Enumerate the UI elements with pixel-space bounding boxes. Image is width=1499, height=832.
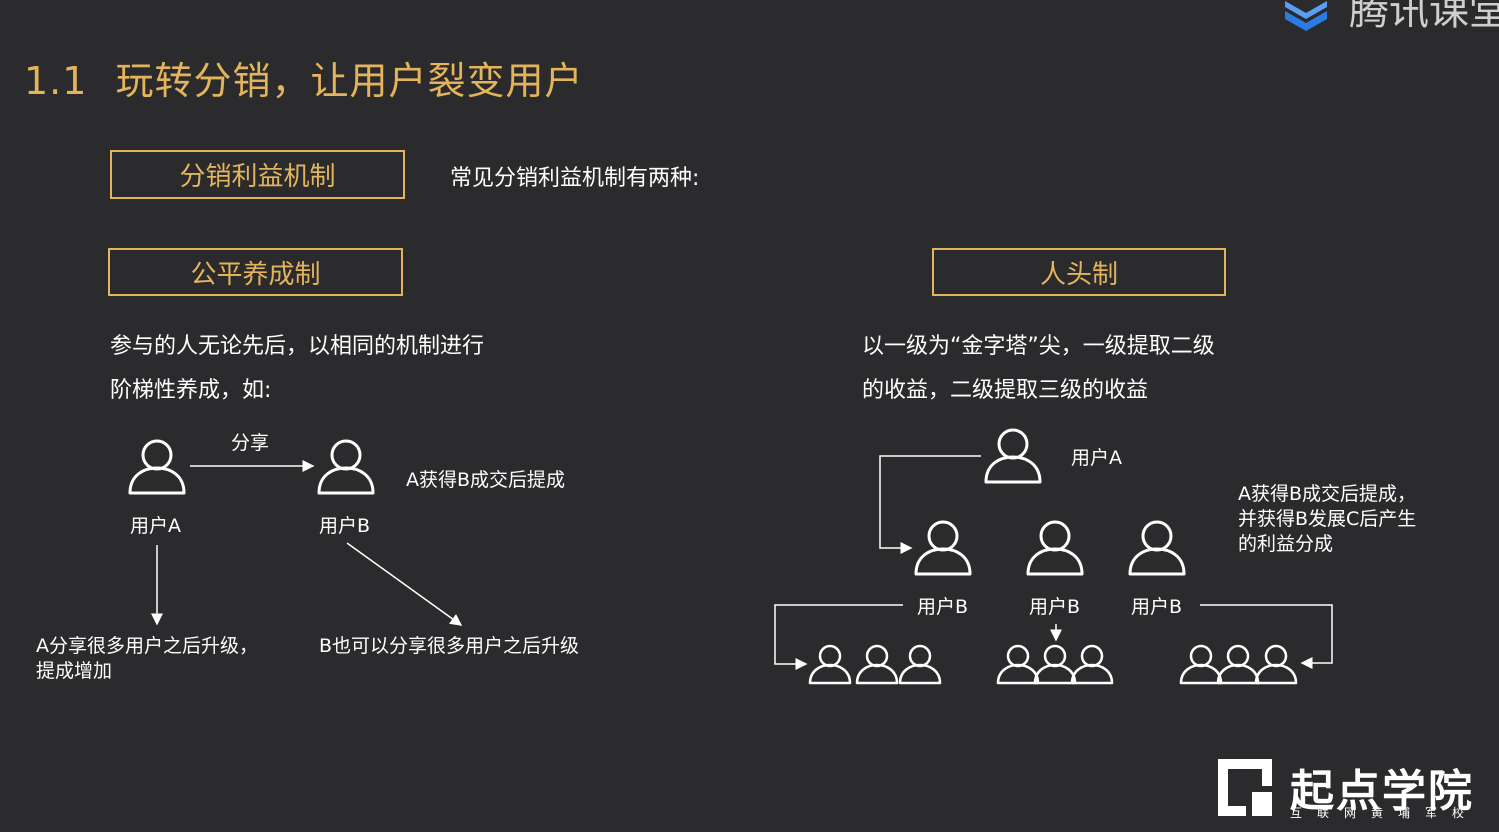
left-user-a-label: 用户A — [130, 515, 181, 537]
b1-to-c-connector — [774, 604, 903, 670]
logo-mark-icon — [1285, 1, 1327, 31]
tencent-classroom-logo: 腾讯课堂 — [1283, 0, 1499, 36]
right-note-line3: 的利益分成 — [1238, 533, 1334, 555]
logo-text: 腾讯课堂 — [1349, 0, 1499, 34]
left-user-a-person-icon — [128, 439, 186, 495]
left-user-b-person-icon — [317, 439, 375, 495]
qidian-logo-mark-icon — [1218, 759, 1272, 816]
right-user-b3-label: 用户B — [1131, 596, 1183, 618]
b3-to-c-connector — [1200, 604, 1333, 669]
section-number: 1.1 — [24, 59, 88, 103]
fair-cultivation-box: 公平养成制 — [108, 248, 403, 296]
c-group-left — [808, 644, 942, 685]
right-user-b1-person-icon — [914, 520, 972, 576]
note-a-upgrade-line2: 提成增加 — [36, 660, 113, 682]
note-a-earns-from-b: A获得B成交后提成 — [406, 469, 566, 491]
mechanism-intro: 常见分销利益机制有两种: — [450, 166, 700, 191]
left-desc-line1: 参与的人无论先后，以相同的机制进行 — [110, 334, 485, 359]
page-title: 1.1 玩转分销，让用户裂变用户 — [24, 50, 583, 105]
right-user-b2-label: 用户B — [1029, 596, 1081, 618]
left-user-b-label: 用户B — [319, 515, 371, 537]
share-label: 分享 — [231, 432, 270, 454]
right-user-b1-label: 用户B — [917, 596, 969, 618]
qidian-brand-sub: 互联网黄埔军校 — [1290, 806, 1480, 820]
note-b-upgrade: B也可以分享很多用户之后升级 — [319, 635, 580, 657]
left-desc-line2: 阶梯性养成，如: — [110, 378, 272, 403]
right-desc-line1: 以一级为“金字塔”尖，一级提取二级 — [862, 334, 1215, 359]
right-user-b2-person-icon — [1026, 520, 1084, 576]
a-to-b1-connector — [879, 455, 981, 554]
right-desc-line2: 的收益，二级提取三级的收益 — [862, 378, 1149, 403]
mechanism-box: 分销利益机制 — [110, 150, 405, 199]
right-user-a-label: 用户A — [1071, 447, 1122, 469]
right-user-b3-person-icon — [1128, 520, 1186, 576]
c-group-middle — [996, 644, 1114, 685]
title-text: 玩转分销，让用户裂变用户 — [115, 59, 584, 103]
right-note-line2: 并获得B发展C后产生 — [1238, 508, 1417, 530]
c-group-right — [1179, 644, 1298, 685]
note-a-upgrade-line1: A分享很多用户之后升级， — [36, 635, 258, 657]
right-note-line1: A获得B成交后提成， — [1238, 483, 1417, 505]
right-user-a-person-icon — [984, 428, 1042, 484]
qidian-brand: 起点学院 — [1290, 766, 1474, 817]
b-upgrade-arrow — [346, 542, 463, 626]
per-head-box: 人头制 — [932, 248, 1226, 296]
